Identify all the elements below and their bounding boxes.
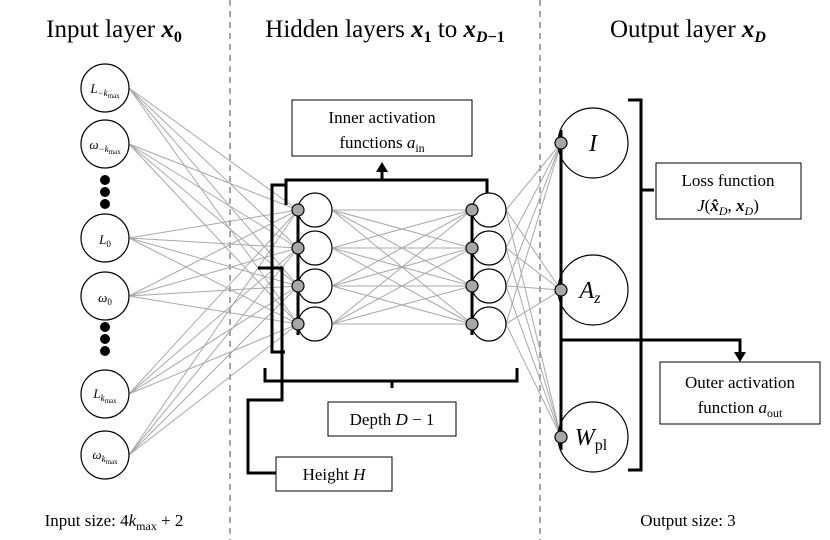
height-box — [275, 456, 393, 492]
ellipsis-dot — [100, 334, 110, 344]
input-hidden-connection — [128, 247, 299, 395]
inner-activation-line2: functions ain — [339, 133, 424, 155]
hidden-dot — [465, 317, 479, 331]
input-hidden-connection — [128, 209, 299, 297]
height-connector — [246, 266, 284, 475]
depth-label: Depth D − 1 — [350, 410, 435, 429]
input-hidden-connection — [128, 87, 299, 287]
hidden-hidden-connection — [331, 209, 473, 249]
hidden-output-connection — [505, 142, 562, 211]
hidden-output-connection — [505, 285, 562, 438]
input-hidden-connection — [128, 323, 299, 456]
input-hidden-connection — [128, 237, 299, 325]
hidden-hidden-connection — [331, 209, 473, 287]
header-hidden-layers: Hidden layers x1 to xD−1 — [265, 16, 504, 46]
hidden-layer-last — [465, 192, 507, 342]
outer-activation-arrowhead — [734, 352, 746, 362]
depth-bracket — [263, 368, 519, 388]
outer-activation-line1: Outer activation — [685, 373, 795, 392]
input-node — [80, 213, 130, 263]
hidden-output-connection — [505, 289, 562, 325]
loss-function-line1: Loss function — [681, 171, 775, 190]
input-hidden-connection — [128, 87, 299, 211]
input-hidden-connection — [128, 143, 299, 249]
hidden-output-connection — [505, 209, 562, 291]
hidden-dot — [465, 203, 479, 217]
hidden-output-connection — [505, 285, 562, 291]
hidden-hidden-connection — [331, 285, 473, 325]
outer-activation-arrow — [561, 338, 742, 356]
input-node — [80, 119, 130, 169]
hidden-dot — [465, 241, 479, 255]
hidden-dot — [291, 241, 305, 255]
hidden-output-connection — [505, 142, 562, 287]
output-layer-nodes: I Az Wpl — [554, 107, 629, 473]
output-dot — [554, 430, 568, 444]
hidden-dot — [291, 317, 305, 331]
hidden-dot — [291, 203, 305, 217]
input-hidden-connection — [128, 237, 299, 287]
input-hidden-connection — [128, 143, 299, 287]
input-hidden-connection — [128, 87, 299, 249]
input-hidden-connection — [128, 247, 299, 297]
hidden-output-connection — [505, 142, 562, 325]
input-node — [80, 369, 130, 419]
ellipsis-dot — [100, 187, 110, 197]
activation-arrow-head — [376, 162, 388, 172]
input-node — [80, 63, 130, 113]
inner-activation-box — [291, 99, 473, 157]
header-input-layer: Input layer x0 — [46, 16, 182, 46]
input-hidden-connection — [128, 209, 299, 456]
input-hidden-connection — [128, 295, 299, 325]
input-hidden-connection — [128, 237, 299, 249]
outer-activation-box — [659, 361, 821, 425]
hidden-output-connection — [505, 209, 562, 438]
loss-function-box — [655, 162, 802, 220]
hidden-dot — [291, 279, 305, 293]
depth-box — [327, 401, 457, 437]
input-hidden-connection — [128, 143, 299, 325]
hidden-hidden-connection — [331, 209, 473, 325]
hidden-output-connection — [505, 323, 562, 438]
hidden-output-connection — [505, 142, 562, 249]
output-dot — [554, 136, 568, 150]
output-node-label: I — [588, 131, 598, 157]
input-hidden-connection — [128, 209, 299, 239]
hidden-layer-first — [291, 192, 333, 342]
connections — [128, 87, 562, 456]
outer-activation-line2: function aout — [698, 398, 783, 420]
ellipsis-dot — [100, 175, 110, 185]
inner-activation-line1: Inner activation — [328, 108, 436, 127]
loss-function-line2: J(x̂D, xD) — [697, 196, 759, 218]
input-hidden-connection — [128, 285, 299, 456]
hidden-output-connection — [505, 247, 562, 438]
input-hidden-connection — [128, 247, 299, 456]
activation-bracket — [284, 178, 489, 205]
output-bracket — [628, 98, 643, 472]
header-output-layer: Output layer xD — [610, 16, 766, 46]
input-layer-nodes: L−kmax ω−kmax L0 ω0 Lkmax ωkmax — [80, 63, 130, 480]
ellipsis-dot — [100, 346, 110, 356]
input-node — [80, 271, 130, 321]
input-hidden-connection — [128, 285, 299, 395]
input-hidden-connection — [128, 323, 299, 395]
input-hidden-connection — [128, 87, 299, 325]
output-size-footer: Output size: 3 — [640, 511, 735, 530]
output-dot — [554, 283, 568, 297]
input-node — [80, 430, 130, 480]
hidden-output-connection — [505, 247, 562, 291]
ellipsis-dot — [100, 199, 110, 209]
input-hidden-connection — [128, 143, 299, 211]
ellipsis-dot — [100, 322, 110, 332]
hidden-hidden-connection — [331, 247, 473, 325]
input-size-footer: Input size: 4kmax + 2 — [45, 511, 184, 533]
height-label: Height H — [303, 465, 368, 484]
input-hidden-connection — [128, 209, 299, 395]
input-hidden-connection — [128, 285, 299, 297]
hidden-dot — [465, 279, 479, 293]
